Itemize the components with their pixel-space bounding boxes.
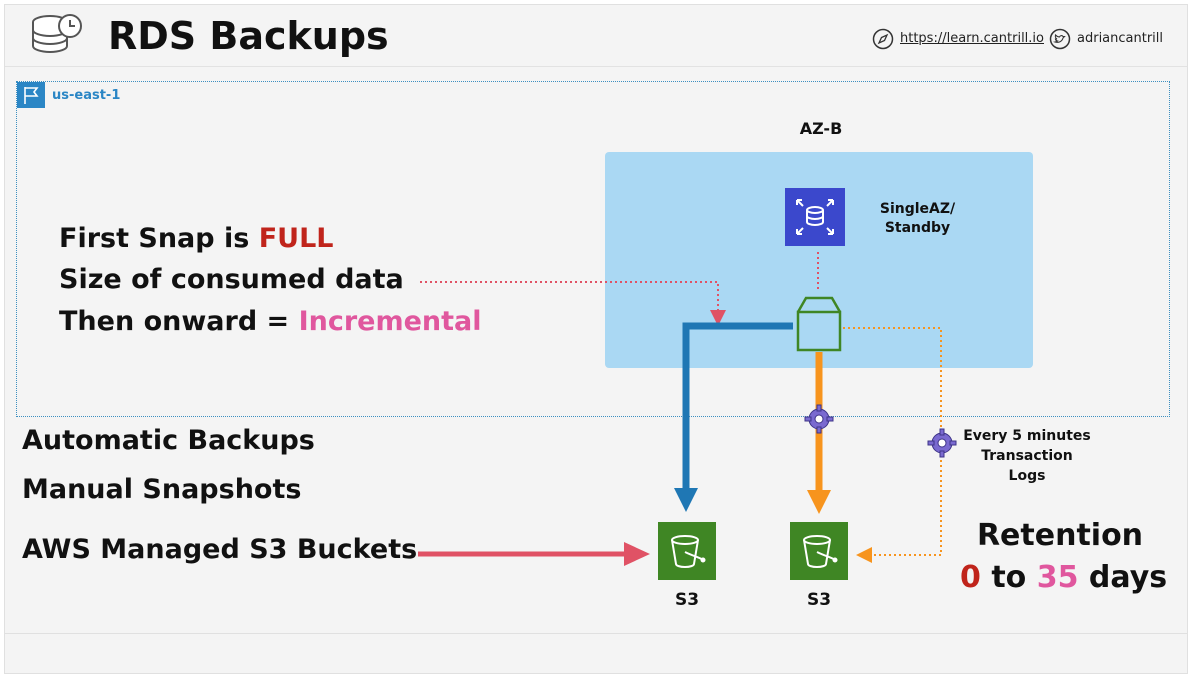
transaction-log-title: Transaction Logs xyxy=(981,448,1073,484)
s3-bucket-label: S3 xyxy=(674,590,700,610)
retention-min: 0 xyxy=(960,560,981,595)
note-consumed-data: Size of consumed data xyxy=(59,264,404,295)
az-label: AZ-B xyxy=(799,119,843,138)
compass-icon[interactable] xyxy=(872,28,894,50)
retention-range: 0 to 35 days xyxy=(960,560,1167,595)
note-incremental: Then onward = Incremental xyxy=(59,306,482,337)
region-boundary xyxy=(16,81,1170,417)
note-first-snap-prefix: First Snap is xyxy=(59,223,259,254)
note-full-highlight: FULL xyxy=(258,223,334,254)
region-flag-icon xyxy=(17,82,45,108)
note-incremental-highlight: Incremental xyxy=(298,306,482,337)
managed-arrow-head xyxy=(624,542,650,566)
retention-to: to xyxy=(980,560,1037,595)
website-link[interactable]: https://learn.cantrill.io xyxy=(900,31,1044,46)
transaction-log-label: Every 5 minutes Transaction Logs xyxy=(962,426,1092,486)
instance-label-line1: SingleAZ/ xyxy=(879,201,956,217)
retention-title: Retention xyxy=(976,518,1144,553)
gear-icon xyxy=(927,428,957,458)
instance-label-line2: Standby xyxy=(884,220,951,236)
header-divider xyxy=(5,66,1187,67)
retention-max: 35 xyxy=(1036,560,1079,595)
region-label: us-east-1 xyxy=(52,88,121,103)
s3-bucket-label: S3 xyxy=(806,590,832,610)
note-incremental-prefix: Then onward = xyxy=(59,306,299,337)
footer-band xyxy=(4,634,1188,674)
twitter-icon[interactable] xyxy=(1049,28,1071,50)
transaction-log-interval: Every 5 minutes xyxy=(963,428,1091,444)
blue-backup-arrow xyxy=(682,322,793,490)
blue-arrow-head xyxy=(674,488,698,512)
consumed-data-pointer xyxy=(420,281,726,326)
feature-automatic-backups: Automatic Backups xyxy=(22,425,315,456)
s3-bucket-icon xyxy=(658,522,716,580)
feature-managed-buckets: AWS Managed S3 Buckets xyxy=(22,534,418,565)
feature-manual-snapshots: Manual Snapshots xyxy=(22,474,302,505)
s3-bucket-icon xyxy=(790,522,848,580)
page-title: RDS Backups xyxy=(108,14,389,58)
orange-arrow-head xyxy=(807,490,831,514)
retention-unit: days xyxy=(1078,560,1168,595)
gear-icon xyxy=(804,404,834,434)
rds-instance-icon xyxy=(785,188,845,246)
note-first-snap: First Snap is FULL xyxy=(59,223,334,254)
instance-label: SingleAZ/ Standby xyxy=(870,200,965,238)
twitter-handle[interactable]: adriancantrill xyxy=(1077,31,1164,46)
database-clock-icon xyxy=(28,12,84,58)
snapshot-icon xyxy=(795,294,843,352)
